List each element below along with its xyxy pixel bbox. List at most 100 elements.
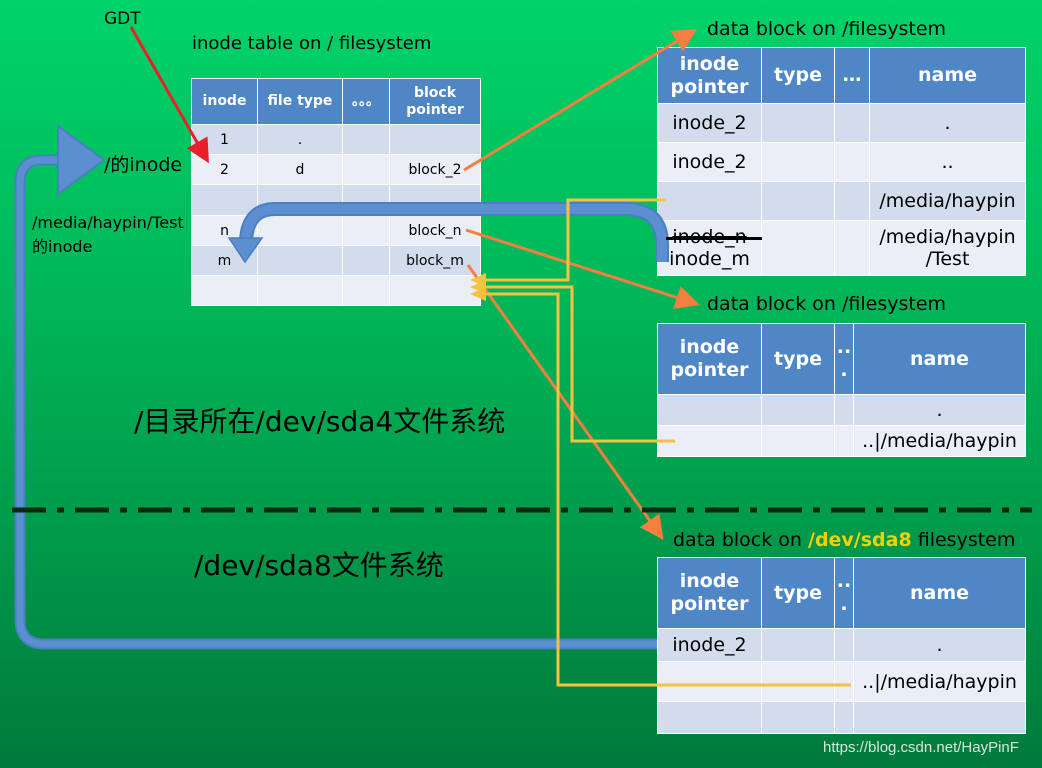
db1-row: inode_2.. (657, 142, 1026, 182)
db2-cell-text: ..|/media/haypin (862, 430, 1017, 452)
db2-header-text: name (909, 347, 970, 370)
inode_table-cell (257, 215, 343, 246)
db2-header-text: type (774, 347, 822, 370)
db1-cell-text: /media/haypin (879, 190, 1016, 212)
db3-header-text: name (909, 581, 970, 604)
blockn-arrow (465, 228, 700, 309)
db1-cell-text: inode_m (669, 248, 750, 270)
db3-header-text: type (774, 581, 822, 604)
db3-cell (834, 628, 854, 662)
db3-cell (834, 701, 854, 734)
db1-cell (834, 181, 870, 221)
db3-row: inode_2. (657, 628, 1026, 662)
inode_table-cell-text: block_n (408, 222, 462, 239)
inode_table-cell: d (257, 154, 343, 185)
inode_table-cell-text: 2 (220, 161, 229, 178)
sda8-caption: /dev/sda8文件系统 (194, 549, 444, 582)
db3-header-text: . (840, 593, 848, 615)
yellow-link-db2 (474, 285, 675, 443)
db3-cell (761, 701, 835, 734)
db1-header-text: type (774, 64, 822, 86)
blue-curve-arrowhead (227, 237, 264, 264)
db1-header-cell: … (834, 47, 870, 104)
db2-header-text: .. (836, 336, 852, 358)
db2-header-text: pointer (670, 359, 749, 381)
watermark: https://blog.csdn.net/HayPinF (823, 739, 1019, 756)
inode_table-header-text: 。。。 (352, 93, 380, 109)
inode_table-cell: block_n (389, 215, 481, 246)
db1-cell (761, 181, 835, 221)
db1-cell-text: inode_2 (672, 151, 747, 173)
db2-cell-text: . (936, 399, 943, 421)
yellow-link-db3 (474, 292, 851, 687)
db3-title: data block on /dev/sda8 filesystem (673, 529, 1015, 551)
blue-curve-arrow (241, 204, 667, 262)
db2-cell: ..|/media/haypin (853, 425, 1026, 457)
db1-cell: /media/haypin/Test (869, 220, 1026, 276)
db2-cell (761, 394, 835, 426)
inode_table-row: 1. (191, 124, 481, 155)
db1-header-cell: type (761, 47, 835, 104)
db3-cell: inode_2 (657, 628, 762, 662)
db3-cell (657, 661, 762, 702)
inode_table-header-text: block (413, 84, 457, 101)
inode_table-cell (342, 154, 390, 185)
db3-row: ..|/media/haypin (657, 661, 1026, 702)
db1-cell (761, 142, 835, 182)
db3-title-highlight: /dev/sda8 (808, 529, 912, 551)
db1-cell-text: /media/haypin (879, 226, 1016, 248)
inode_table-header-text: pointer (406, 101, 464, 118)
blockm-arrow (466, 264, 664, 540)
db3-cell (853, 701, 1026, 734)
inode_table-row (191, 275, 481, 306)
sda4-caption: /目录所在/dev/sda4文件系统 (134, 405, 506, 438)
db3-title-suffix: filesystem (911, 529, 1016, 551)
db3-row (657, 701, 1026, 734)
blue-curve-arrow (239, 202, 669, 262)
db3-header-cell: name (853, 557, 1026, 629)
db1-cell: inode_2 (657, 142, 762, 182)
db2-header-cell: type (761, 323, 835, 395)
blue-loop-arrowhead (57, 124, 106, 196)
db3-header-cell: type (761, 557, 835, 629)
db1-cell-text: /Test (925, 248, 970, 270)
inode_table-cell (389, 124, 481, 155)
db3-header-text: .. (836, 570, 852, 592)
db3-header-text: pointer (670, 593, 749, 615)
db3-header-text: inode (679, 570, 740, 592)
db2-cell (834, 425, 854, 457)
inode_table-cell (389, 275, 481, 306)
db2-header-text: inode (679, 336, 740, 358)
db2-row: . (657, 394, 1026, 426)
db1-header-text: pointer (670, 75, 749, 98)
inode_table-cell (191, 184, 258, 216)
inode_table-header-cell: 。。。 (342, 78, 390, 125)
db2-title: data block on /filesystem (707, 293, 947, 315)
db3-cell-text: inode_2 (672, 634, 747, 656)
db3-cell: ..|/media/haypin (853, 661, 1026, 702)
db1-cell (834, 103, 870, 143)
inode_table-cell (342, 245, 390, 276)
inode_table-cell-text: block_m (406, 252, 464, 269)
inode_table-cell (191, 275, 258, 306)
inode_table-cell: block_m (389, 245, 481, 276)
db3-title-prefix: data block on (673, 529, 808, 551)
inode_table-cell (342, 124, 390, 155)
db1-header-cell: name (869, 47, 1026, 104)
inode-table-title: inode table on / filesystem (192, 33, 432, 54)
db3-cell: . (853, 628, 1026, 662)
db1-header-text: inode (679, 52, 740, 75)
db3-cell (834, 661, 854, 702)
inode_table-cell (342, 275, 390, 306)
